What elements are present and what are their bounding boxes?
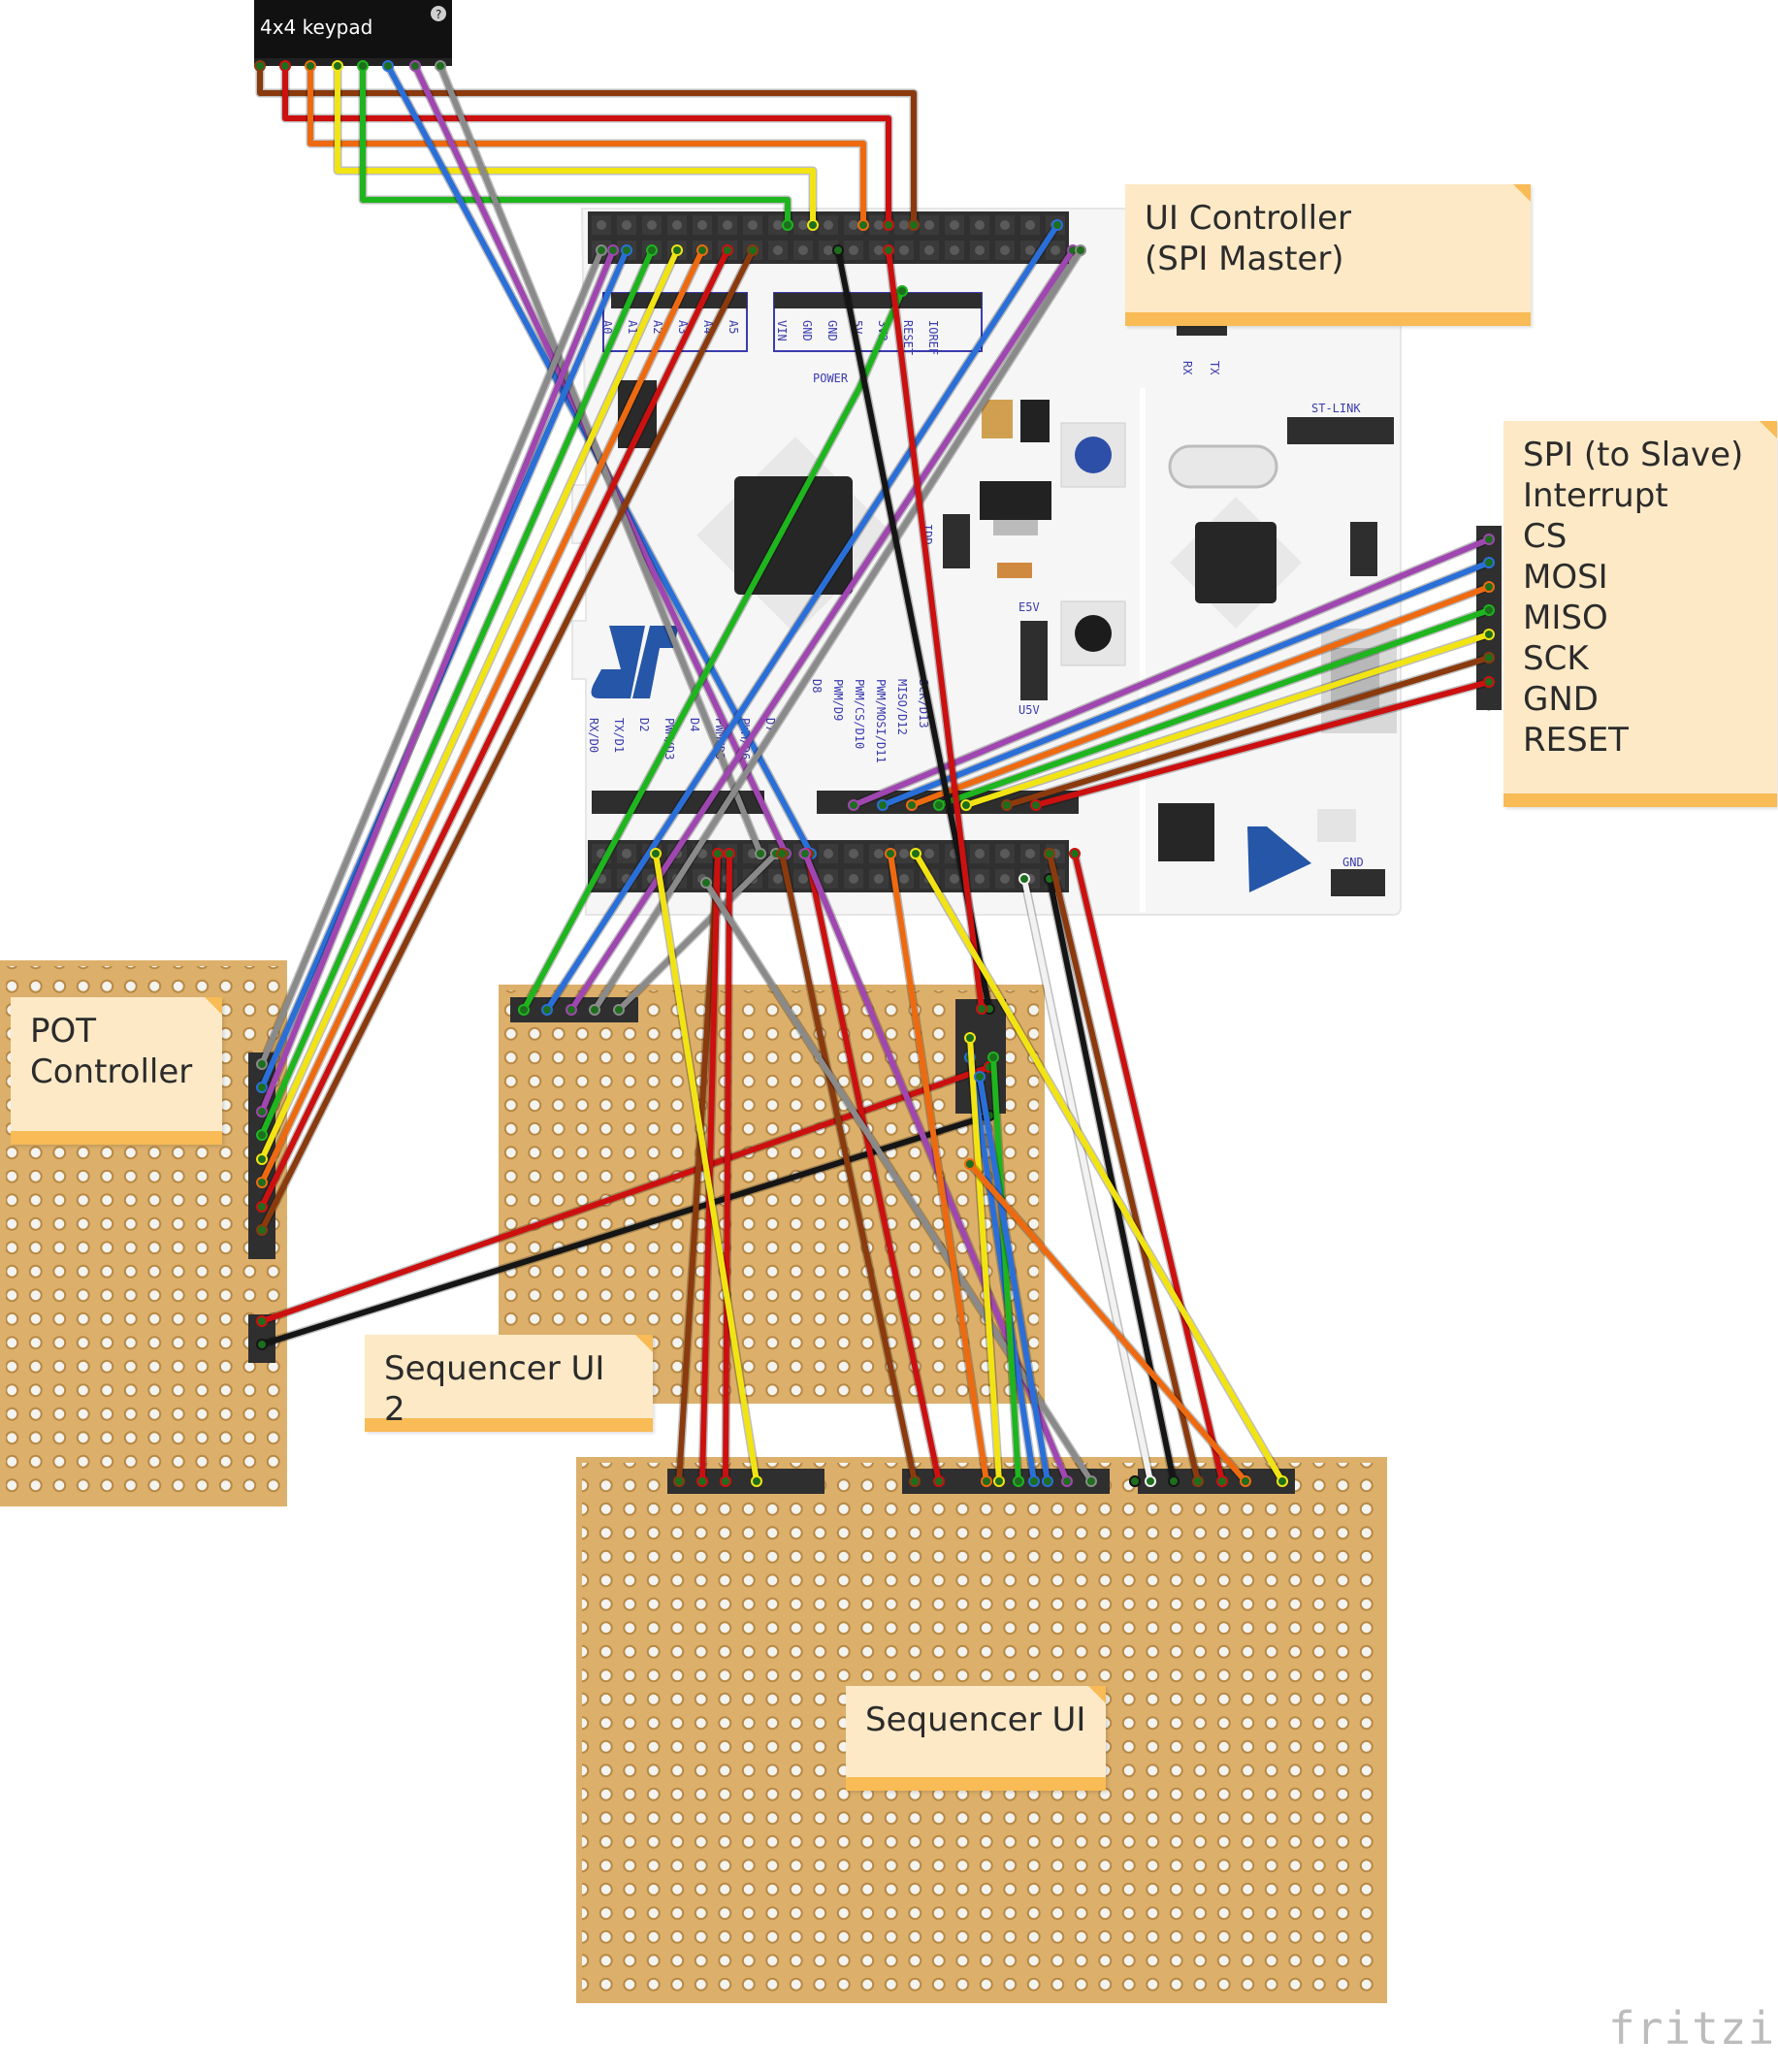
- wire-seq-b8: [964, 1032, 1005, 1487]
- wire-seq-b1: [776, 848, 921, 1487]
- wire-pot-1: [256, 244, 607, 1070]
- tx-label: TX: [1208, 361, 1221, 375]
- wire-seq-c3: [1044, 848, 1204, 1487]
- note-spi-slave-text: SPI (to Slave) Interrupt CS MOSI MISO SC…: [1523, 436, 1744, 760]
- wire-pot-5: [256, 244, 683, 1165]
- wire-spi-miso: [933, 604, 1495, 811]
- keypad-label: 4x4 keypad: [260, 16, 373, 39]
- analog-pin-label-1: A1: [626, 320, 639, 334]
- wire-pot-8: [256, 244, 759, 1236]
- digital-pin-label-right-1: PWM/D9: [831, 679, 845, 721]
- keypad-4x4[interactable]: ?: [254, 0, 452, 66]
- wire-keypad-2: [279, 60, 894, 231]
- wire-spi-mosi: [906, 581, 1495, 811]
- wire-spi-interrupt: [848, 534, 1495, 811]
- wire-seq-a2: [696, 848, 724, 1487]
- power-pin-label-5: RESET: [901, 320, 915, 355]
- wire-spi-reset: [1030, 676, 1495, 811]
- wire-seq-b7: [987, 1052, 1024, 1487]
- analog-pin-label-5: A5: [727, 320, 740, 334]
- power-pin-label-1: GND: [800, 320, 814, 341]
- wire-keypad-3: [305, 60, 869, 231]
- help-icon: ?: [436, 8, 441, 21]
- wire-keypad-5: [357, 60, 793, 231]
- wire-power-red: [256, 1061, 995, 1327]
- wire-seq2-4: [589, 244, 1086, 1016]
- wire-keypad-4: [332, 60, 819, 231]
- digital-pin-label-right-3: PWM/MOSI/D11: [874, 679, 888, 763]
- rx-label: RX: [1180, 361, 1194, 375]
- digital-pin-label-left-4: D4: [688, 718, 701, 731]
- wire-seq-c6: [910, 848, 1288, 1487]
- st-link-label: ST-LINK: [1311, 402, 1361, 415]
- note-spi-slave: SPI (to Slave) Interrupt CS MOSI MISO SC…: [1503, 421, 1777, 807]
- note-sequencer-ui-2: Sequencer UI 2: [365, 1335, 653, 1432]
- wire-seq-a4: [650, 848, 762, 1487]
- note-sequencer-ui-text: Sequencer UI: [865, 1700, 1086, 1739]
- digital-pin-label-right-4: MISO/D12: [895, 679, 909, 735]
- analog-pin-label-2: A2: [651, 320, 664, 334]
- wire-seq-c7: [1129, 1475, 1141, 1487]
- e5v-label: E5V: [1018, 600, 1040, 614]
- wire-seq2-1: [518, 285, 908, 1016]
- wire-keypad-1: [254, 60, 920, 231]
- wire-seq-c4: [1069, 848, 1228, 1487]
- note-sequencer-ui-2-text: Sequencer UI 2: [384, 1349, 605, 1429]
- wire-pot-4: [256, 244, 658, 1141]
- wire-seq2-red: [883, 244, 987, 1015]
- analog-pin-label-0: A0: [600, 320, 614, 334]
- wire-seq-b5: [885, 848, 992, 1487]
- note-ui-controller: UI Controller (SPI Master): [1125, 184, 1531, 326]
- power-pin-label-0: VIN: [775, 320, 789, 341]
- wire-seq-a1: [673, 848, 724, 1487]
- digital-pin-label-right-2: PWM/CS/D10: [853, 679, 866, 749]
- wire-spi-cs: [877, 557, 1495, 811]
- note-pot-controller: POT Controller: [11, 997, 222, 1145]
- digital-pin-label-left-1: TX/D1: [612, 718, 626, 753]
- wire-seq-b4: [700, 877, 1097, 1487]
- note-ui-controller-text: UI Controller (SPI Master): [1145, 199, 1351, 278]
- wires: [254, 60, 1495, 1487]
- wire-pot-6: [256, 244, 708, 1188]
- wire-spi-gnd: [1001, 652, 1495, 811]
- wire-seq-b9: [974, 1071, 1053, 1487]
- digital-pin-label-left-2: D2: [637, 718, 651, 731]
- fritzing-logo: fritzing: [1608, 2002, 1778, 2055]
- note-pot-controller-text: POT Controller: [30, 1012, 193, 1091]
- wire-seq-a3: [720, 848, 735, 1487]
- digital-pin-label-right-0: D8: [810, 679, 824, 693]
- wire-seq-c5: [964, 1158, 1251, 1487]
- note-sequencer-ui: Sequencer UI: [846, 1686, 1106, 1791]
- wire-spi-sck: [960, 629, 1495, 811]
- digital-pin-label-left-0: RX/D0: [587, 718, 600, 753]
- power-pin-label-6: IOREF: [926, 320, 940, 355]
- power-header-label: POWER: [813, 372, 849, 385]
- wire-seq-c1: [1018, 873, 1156, 1487]
- power-pin-label-2: GND: [825, 320, 839, 341]
- u5v-label: U5V: [1018, 703, 1040, 717]
- wire-seq-c2: [1044, 873, 1180, 1487]
- wire-seq2-2: [541, 219, 1063, 1016]
- wire-pot-7: [256, 244, 733, 1213]
- wire-pot-3: [256, 244, 619, 1117]
- gnd-label: GND: [1342, 856, 1364, 869]
